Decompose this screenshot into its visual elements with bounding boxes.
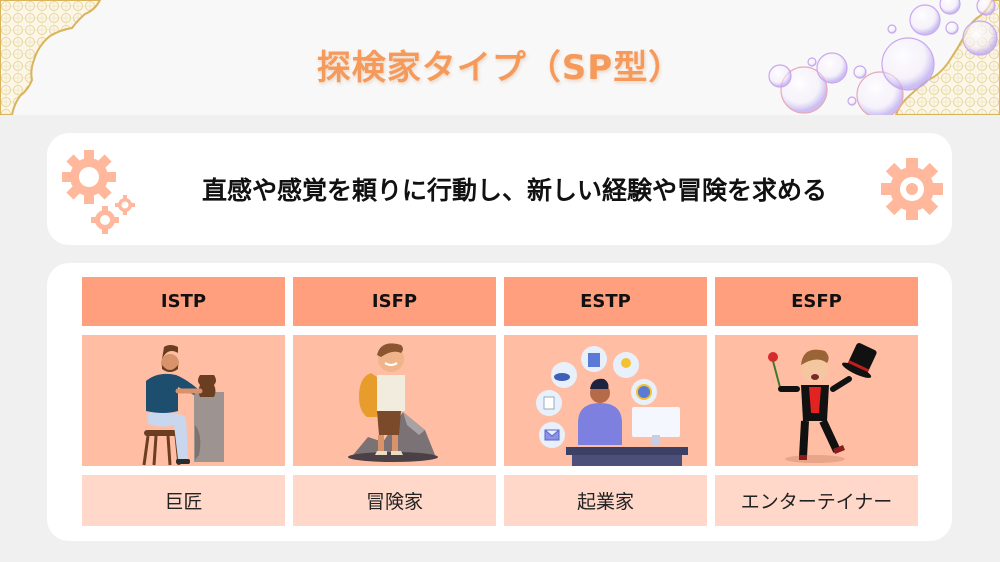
type-code-estp: ESTP bbox=[504, 277, 707, 326]
gears-icon bbox=[62, 150, 135, 234]
type-code-isfp: ISFP bbox=[293, 277, 496, 326]
type-label-isfp: 冒険家 bbox=[293, 475, 496, 526]
entertainer-illustration bbox=[715, 335, 918, 466]
type-code-esfp: ESFP bbox=[715, 277, 918, 326]
tagline-card: 直感や感覚を頼りに行動し、新しい経験や冒険を求める bbox=[47, 133, 952, 245]
type-label-esfp: エンターテイナー bbox=[715, 475, 918, 526]
page-title: 探検家タイプ（SP型） bbox=[316, 48, 684, 88]
potter-illustration bbox=[82, 335, 285, 466]
types-table: ISTP ISFP ESTP ESFP bbox=[82, 277, 918, 526]
type-label-estp: 起業家 bbox=[504, 475, 707, 526]
gear-icon bbox=[881, 158, 943, 220]
hiker-illustration bbox=[293, 335, 496, 466]
ornament-left-icon bbox=[0, 0, 102, 115]
type-code-istp: ISTP bbox=[82, 277, 285, 326]
type-label-istp: 巨匠 bbox=[82, 475, 285, 526]
header-band: 探検家タイプ（SP型） bbox=[0, 0, 1000, 115]
entrepreneur-illustration bbox=[504, 335, 707, 466]
bubbles-ornament-icon bbox=[768, 0, 1000, 115]
tagline-text: 直感や感覚を頼りに行動し、新しい経験や冒険を求める bbox=[201, 176, 827, 205]
types-table-card: ISTP ISFP ESTP ESFP bbox=[47, 263, 952, 541]
